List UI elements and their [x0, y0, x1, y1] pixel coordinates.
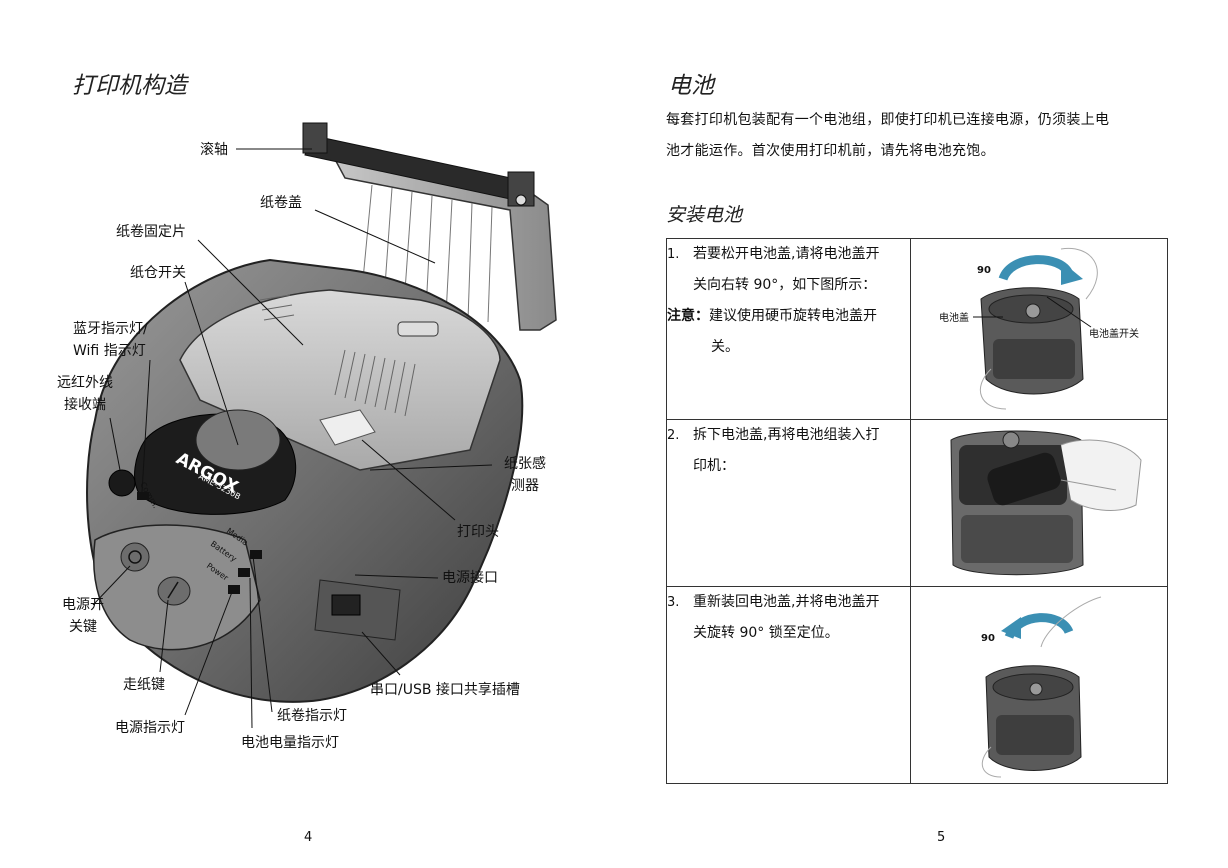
- switch-label: 电池盖开关: [1089, 327, 1139, 340]
- step-2-text: 2. 拆下电池盖,再将电池组装入打 印机：: [666, 419, 911, 587]
- step-1-text: 1. 若要松开电池盖,请将电池盖开 关向右转 90°，如下图所示： 注意：建议使…: [666, 238, 911, 420]
- page-number-left: 4: [304, 830, 313, 845]
- unlock-cover-illustration: 90 电池盖 电池盖开关: [939, 247, 1139, 410]
- table-row: 1. 若要松开电池盖,请将电池盖开 关向右转 90°，如下图所示： 注意：建议使…: [666, 238, 1168, 420]
- label-paper-led: 纸卷指示灯: [277, 708, 347, 724]
- step-2-image: [910, 419, 1168, 587]
- page-title-structure: 打印机构造: [72, 73, 187, 99]
- table-row: 2. 拆下电池盖,再将电池组装入打 印机：: [666, 419, 1168, 587]
- label-serial-usb-slot: 串口/USB 接口共享插槽: [370, 682, 520, 698]
- lock-cover-illustration: 90: [981, 596, 1102, 778]
- step-3-text: 3. 重新装回电池盖,并将电池盖开 关旋转 90° 锁至定位。: [666, 586, 911, 784]
- label-power-port: 电源接口: [442, 570, 498, 586]
- printer-illustration: ARGOX AME-3230B Comm. Media Battery Powe…: [86, 122, 557, 729]
- cover-label: 电池盖: [939, 311, 969, 324]
- label-paper-holder: 纸卷固定片: [116, 224, 186, 240]
- label-paper-cover: 纸卷盖: [260, 195, 302, 211]
- battery-intro: 每套打印机包装配有一个电池组，即使打印机已连接电源，仍须装上电 池才能运作。首次…: [666, 112, 1110, 159]
- angle-label: 90: [977, 265, 991, 276]
- label-power-led: 电源指示灯: [115, 720, 185, 736]
- insert-battery-illustration: [950, 430, 1142, 576]
- install-steps-table: 1. 若要松开电池盖,请将电池盖开 关向右转 90°，如下图所示： 注意：建议使…: [666, 238, 1168, 784]
- label-paper-bin-switch: 纸仓开关: [130, 265, 186, 281]
- step-1-image: 90 电池盖 电池盖开关: [910, 238, 1168, 420]
- page-number-right: 5: [937, 830, 946, 845]
- label-print-head: 打印头: [457, 524, 499, 540]
- label-paper-sensor: 纸张感 测器: [504, 456, 546, 494]
- label-power-key: 电源开 关键: [62, 597, 104, 635]
- table-row: 3. 重新装回电池盖,并将电池盖开 关旋转 90° 锁至定位。 90: [666, 586, 1168, 784]
- note-label: 注意：: [667, 308, 709, 324]
- section-title-install-battery: 安装电池: [666, 204, 743, 226]
- label-feed-key: 走纸键: [123, 677, 165, 693]
- page-title-battery: 电池: [668, 73, 714, 99]
- label-ir-receiver: 远红外线 接收端: [57, 375, 113, 413]
- right-page: 电池 每套打印机包装配有一个电池组，即使打印机已连接电源，仍须装上电 池才能运作…: [614, 0, 1228, 868]
- left-page: 打印机构造: [57, 73, 557, 845]
- label-bt-indicator: 蓝牙指示灯/ Wifi 指示灯: [73, 321, 148, 359]
- angle-label: 90: [981, 633, 995, 644]
- label-battery-led: 电池电量指示灯: [241, 735, 339, 751]
- step-3-image: 90: [910, 586, 1168, 784]
- label-roller: 滚轴: [200, 142, 228, 158]
